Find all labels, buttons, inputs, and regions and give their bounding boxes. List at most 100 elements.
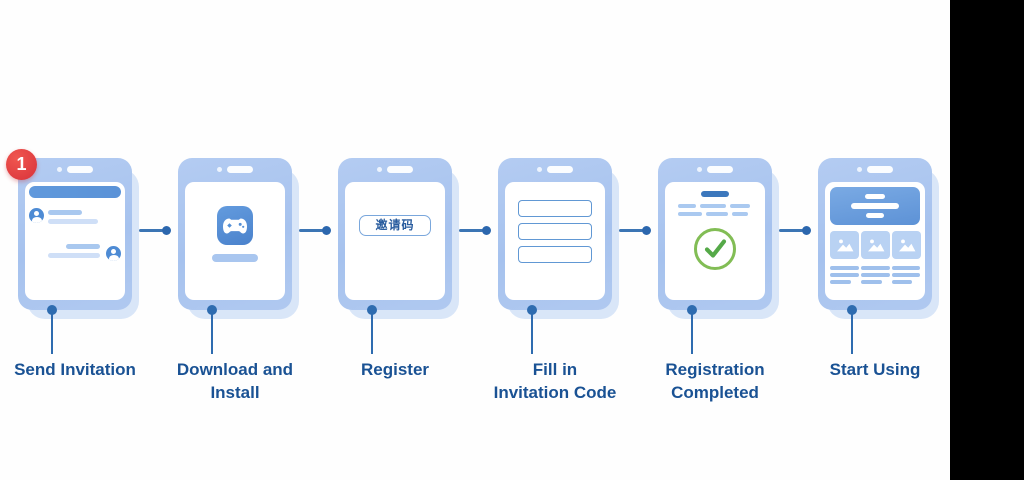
- step-label: Download and Install: [176, 360, 294, 402]
- phone-body: [818, 158, 932, 310]
- step-start-using: Start Using: [795, 148, 955, 418]
- connector-dot: [527, 305, 537, 315]
- phone-screen: [825, 182, 925, 300]
- phone-body: [498, 158, 612, 310]
- connector-line: [371, 312, 373, 354]
- image-card: [892, 231, 921, 259]
- connector-line: [851, 312, 853, 354]
- step-label: Register: [360, 360, 430, 379]
- connector-line: [691, 312, 693, 354]
- camera-dot-icon: [537, 167, 542, 172]
- text-dash: [892, 266, 920, 270]
- connector-dot: [47, 305, 57, 315]
- camera-dot-icon: [57, 167, 62, 172]
- text-dash: [678, 212, 702, 216]
- step-label: Send Invitation: [14, 360, 136, 379]
- step-label: Registration Completed: [665, 360, 765, 402]
- text-dash: [861, 266, 890, 270]
- text-dash: [730, 204, 750, 208]
- speaker-pill-icon: [867, 166, 893, 173]
- flow-arrow-icon: [619, 225, 651, 235]
- message-line: [48, 210, 82, 215]
- phone-screen: [25, 182, 125, 300]
- connector-dot: [367, 305, 377, 315]
- text-dash: [892, 280, 912, 284]
- phone-illustration: [498, 158, 619, 319]
- speaker-pill-icon: [547, 166, 573, 173]
- text-dash: [678, 204, 696, 208]
- text-dash: [706, 212, 728, 216]
- success-circle: [694, 228, 736, 270]
- text-dash: [830, 273, 859, 277]
- photo-icon: [867, 239, 884, 252]
- text-dash: [892, 273, 920, 277]
- photo-icon: [898, 239, 915, 252]
- form-input: [518, 223, 592, 240]
- phone-screen: [185, 182, 285, 300]
- speaker-pill-icon: [67, 166, 93, 173]
- flow-arrow-icon: [459, 225, 491, 235]
- phone-body: 邀请码: [338, 158, 452, 310]
- phone-illustration: 邀请码: [338, 158, 459, 319]
- text-dash: [700, 204, 726, 208]
- text-dash: [830, 266, 859, 270]
- black-side-panel: [950, 0, 1024, 480]
- speaker-pill-icon: [707, 166, 733, 173]
- connector-dot: [207, 305, 217, 315]
- camera-dot-icon: [217, 167, 222, 172]
- flow-arrow-icon: [779, 225, 811, 235]
- speaker-pill-icon: [387, 166, 413, 173]
- phone-body: [18, 158, 132, 310]
- image-card: [830, 231, 859, 259]
- step-label: Start Using: [829, 360, 921, 379]
- invitation-code-field: 邀请码: [359, 215, 431, 236]
- photo-icon: [836, 239, 853, 252]
- phone-body: [658, 158, 772, 310]
- flow-arrow-icon: [139, 225, 171, 235]
- game-app-icon: [217, 206, 253, 245]
- phone-screen: [665, 182, 765, 300]
- camera-dot-icon: [697, 167, 702, 172]
- step-registration-completed: Registration Completed: [635, 148, 795, 418]
- message-line: [66, 244, 100, 249]
- image-card: [861, 231, 890, 259]
- avatar-icon: [29, 208, 44, 223]
- speaker-pill-icon: [227, 166, 253, 173]
- form-input: [518, 200, 592, 217]
- text-dash: [830, 280, 851, 284]
- chat-header-bar: [29, 186, 121, 198]
- phone-illustration: [658, 158, 779, 319]
- step-download-install: Download and Install: [155, 148, 315, 418]
- gamepad-icon: [223, 218, 247, 233]
- connector-line: [211, 312, 213, 354]
- form-input: [518, 246, 592, 263]
- avatar-icon: [106, 246, 121, 261]
- connector-line: [51, 312, 53, 354]
- message-line: [48, 253, 100, 258]
- title-bar: [701, 191, 729, 197]
- flow-arrow-icon: [299, 225, 331, 235]
- connector-line: [531, 312, 533, 354]
- feed-banner: [830, 187, 920, 225]
- text-dash: [861, 280, 882, 284]
- checkmark-icon: [704, 239, 727, 258]
- phone-illustration: [818, 158, 939, 319]
- step-send-invitation: Send Invitation: [0, 148, 155, 418]
- step-label: Fill in Invitation Code: [493, 360, 617, 402]
- phone-screen: [505, 182, 605, 300]
- connector-dot: [687, 305, 697, 315]
- camera-dot-icon: [857, 167, 862, 172]
- phone-screen: 邀请码: [345, 182, 445, 300]
- camera-dot-icon: [377, 167, 382, 172]
- phone-illustration: [178, 158, 299, 319]
- text-dash: [732, 212, 748, 216]
- install-progress-pill: [212, 254, 258, 262]
- message-line: [48, 219, 98, 224]
- step-number-badge: 1: [6, 149, 37, 180]
- text-dash: [861, 273, 890, 277]
- phone-illustration: [18, 158, 139, 319]
- phone-body: [178, 158, 292, 310]
- step-register: 邀请码 Register: [315, 148, 475, 418]
- connector-dot: [847, 305, 857, 315]
